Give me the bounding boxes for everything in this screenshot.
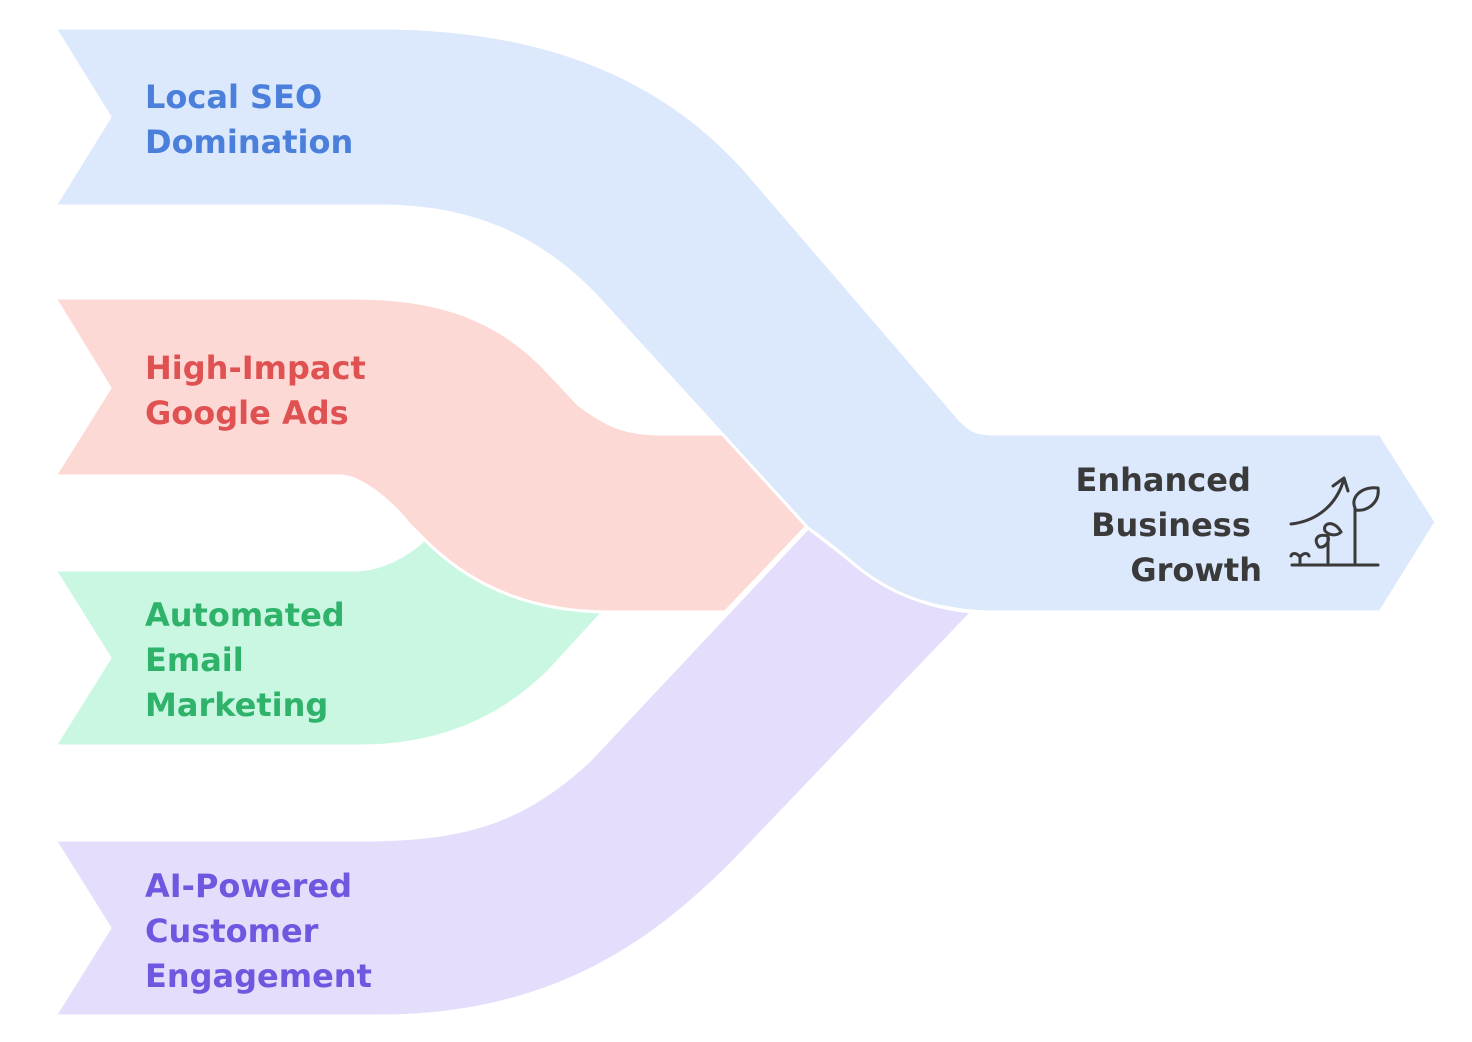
ai-engagement-label-line: AI-Powered xyxy=(145,867,352,905)
ai-engagement-label: AI-Powered Customer Engagement xyxy=(145,867,372,995)
google-ads-label: High-Impact Google Ads xyxy=(145,349,377,432)
local-seo-label-line: Domination xyxy=(145,123,353,161)
local-seo-arrow xyxy=(53,26,1438,614)
ai-engagement-label-line: Engagement xyxy=(145,957,372,995)
google-ads-label-line: High-Impact xyxy=(145,349,366,387)
google-ads-arrow xyxy=(53,296,810,614)
ai-engagement-label-line: Customer xyxy=(145,912,319,950)
email-marketing-label: Automated Email Marketing xyxy=(145,596,356,724)
local-seo-label-line: Local SEO xyxy=(145,78,322,116)
email-marketing-label-line: Automated xyxy=(145,596,345,634)
output-label-line: Growth xyxy=(1130,551,1262,589)
google-ads-label-line: Google Ads xyxy=(145,394,349,432)
growth-plant-icon xyxy=(1289,476,1380,567)
email-marketing-label-line: Email xyxy=(145,641,244,679)
email-marketing-label-line: Marketing xyxy=(145,686,328,724)
local-seo-label: Local SEO Domination xyxy=(145,78,353,161)
output-label-line: Enhanced xyxy=(1075,461,1250,499)
output-label: Enhanced Business Growth xyxy=(1075,461,1262,589)
output-label-line: Business xyxy=(1091,506,1251,544)
